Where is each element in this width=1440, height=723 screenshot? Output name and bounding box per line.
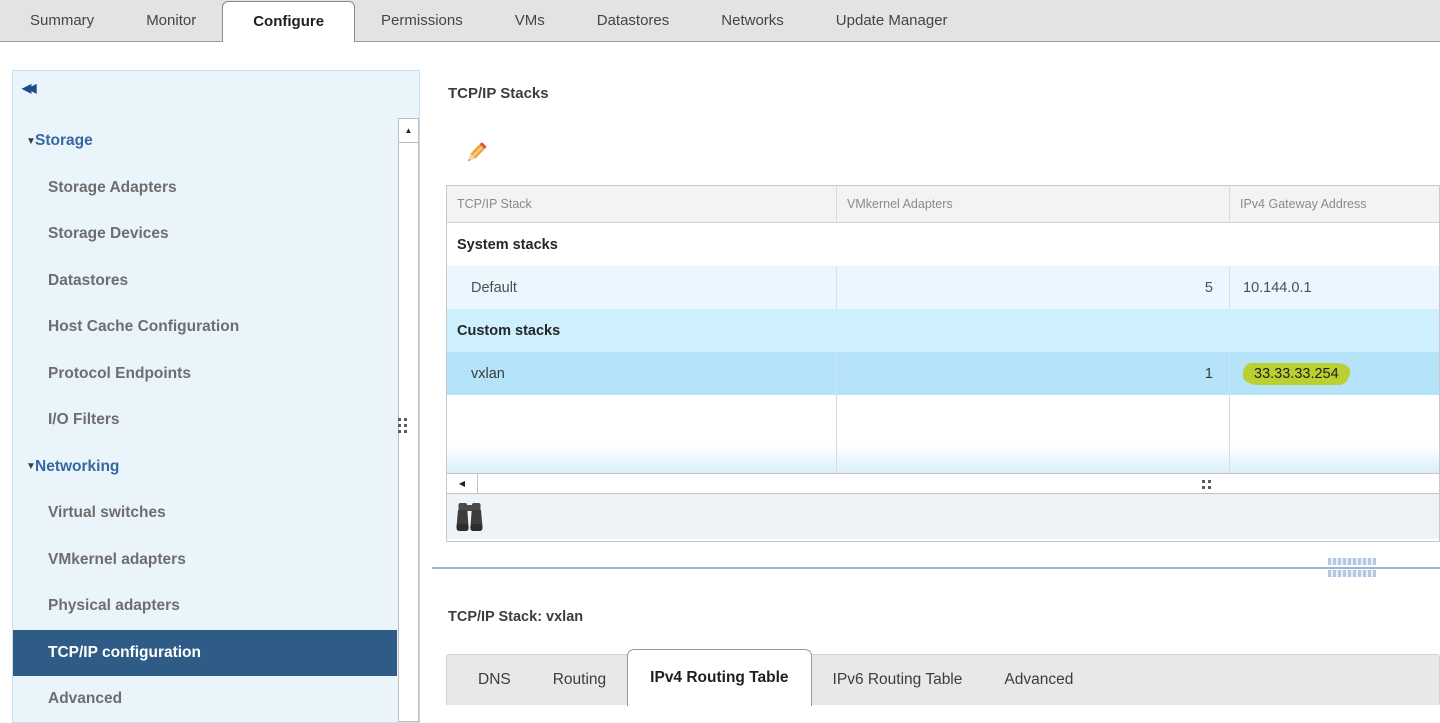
tab-monitor[interactable]: Monitor	[146, 12, 197, 29]
tab-permissions[interactable]: Permissions	[381, 12, 463, 29]
chevron-down-icon: ▼	[26, 461, 36, 473]
tab-configure[interactable]: Configure	[222, 1, 356, 42]
configure-nav-panel: ◀◀ ▼ Storage Storage Adapters Storage De…	[12, 70, 420, 723]
splitter-collapse-grip[interactable]	[1328, 558, 1376, 565]
scroll-left-icon[interactable]: ◀	[447, 474, 478, 493]
tab-dns[interactable]: DNS	[478, 671, 511, 688]
sidebar-item-host-cache-configuration[interactable]: Host Cache Configuration	[48, 318, 240, 336]
cell-ipv4-gateway: 10.144.0.1	[1229, 266, 1439, 309]
sidebar-item-advanced[interactable]: Advanced	[48, 690, 123, 708]
column-header-ipv4-gateway[interactable]: IPv4 Gateway Address	[1229, 186, 1439, 222]
sidebar-item-datastores[interactable]: Datastores	[48, 271, 129, 289]
sidebar-item-virtual-switches[interactable]: Virtual switches	[48, 504, 166, 522]
sidebar-section-storage[interactable]: ▼ Storage	[13, 118, 397, 165]
cell-ipv4-gateway: 33.33.33.254	[1229, 352, 1439, 395]
sidebar-item-storage-devices[interactable]: Storage Devices	[48, 225, 169, 243]
table-row-empty	[447, 395, 1439, 439]
cell-stack-name: vxlan	[471, 365, 505, 382]
cell-vmkernel-adapters: 1	[836, 352, 1229, 395]
object-tab-bar: Summary Monitor Configure Permissions VM…	[0, 0, 1440, 42]
tab-networks[interactable]: Networks	[721, 12, 784, 29]
table-row-vxlan[interactable]: vxlan 1 33.33.33.254	[447, 352, 1439, 395]
scrollbar-grip[interactable]	[1202, 480, 1217, 490]
sidebar-item-vmkernel-adapters[interactable]: VMkernel adapters	[48, 550, 186, 568]
sidebar-item-storage-adapters[interactable]: Storage Adapters	[48, 178, 177, 196]
table-row-empty	[447, 439, 1439, 473]
page-title: TCP/IP Stacks	[448, 85, 549, 102]
splitter-collapse-grip[interactable]	[1328, 570, 1376, 577]
group-row-system-stacks: System stacks	[457, 236, 558, 253]
sidebar-item-physical-adapters[interactable]: Physical adapters	[48, 597, 180, 615]
sidebar-item-protocol-endpoints[interactable]: Protocol Endpoints	[48, 364, 191, 382]
scroll-up-icon[interactable]: ▲	[399, 119, 418, 143]
table-footer-bar	[447, 494, 1439, 539]
tab-update-manager[interactable]: Update Manager	[835, 12, 948, 29]
group-row-custom-stacks: Custom stacks	[447, 309, 1439, 352]
configure-nav-list: ▼ Storage Storage Adapters Storage Devic…	[13, 118, 397, 723]
cell-stack-name: Default	[471, 279, 517, 296]
find-binoculars-icon[interactable]	[456, 501, 484, 533]
horizontal-scrollbar[interactable]: ◀	[447, 473, 1439, 494]
sidebar-section-label: Storage	[35, 132, 93, 150]
table-row-default[interactable]: Default 5 10.144.0.1	[447, 266, 1439, 309]
tab-ipv4-routing-table[interactable]: IPv4 Routing Table	[627, 649, 812, 706]
detail-tab-bar: DNS Routing IPv4 Routing Table IPv6 Rout…	[446, 649, 1440, 706]
collapse-panel-icon[interactable]: ◀◀	[22, 81, 37, 95]
cell-vmkernel-adapters: 5	[836, 266, 1229, 309]
edit-pencil-icon[interactable]	[462, 139, 490, 167]
tab-datastores[interactable]: Datastores	[596, 12, 670, 29]
tab-routing[interactable]: Routing	[552, 671, 607, 688]
sidebar-item-io-filters[interactable]: I/O Filters	[48, 411, 120, 429]
sidebar-section-label: Networking	[35, 457, 120, 475]
column-header-vmkernel-adapters[interactable]: VMkernel Adapters	[836, 186, 1229, 222]
tab-ipv6-routing-table[interactable]: IPv6 Routing Table	[832, 671, 963, 688]
detail-section-title: TCP/IP Stack: vxlan	[448, 609, 584, 625]
tab-advanced[interactable]: Advanced	[1004, 671, 1074, 688]
column-header-tcpip-stack[interactable]: TCP/IP Stack	[457, 197, 532, 211]
highlighted-gateway-value: 33.33.33.254	[1243, 362, 1350, 385]
chevron-down-icon: ▼	[26, 135, 36, 147]
table-header-row: TCP/IP Stack VMkernel Adapters IPv4 Gate…	[447, 186, 1439, 223]
panel-splitter[interactable]	[432, 567, 1440, 569]
tcpip-stacks-table: TCP/IP Stack VMkernel Adapters IPv4 Gate…	[446, 185, 1440, 542]
panel-resize-grip[interactable]	[398, 418, 408, 433]
sidebar-item-tcpip-configuration[interactable]: TCP/IP configuration	[13, 629, 397, 676]
tab-summary[interactable]: Summary	[30, 12, 95, 29]
tab-vms[interactable]: VMs	[514, 12, 545, 29]
sidebar-section-networking[interactable]: ▼ Networking	[13, 444, 397, 491]
